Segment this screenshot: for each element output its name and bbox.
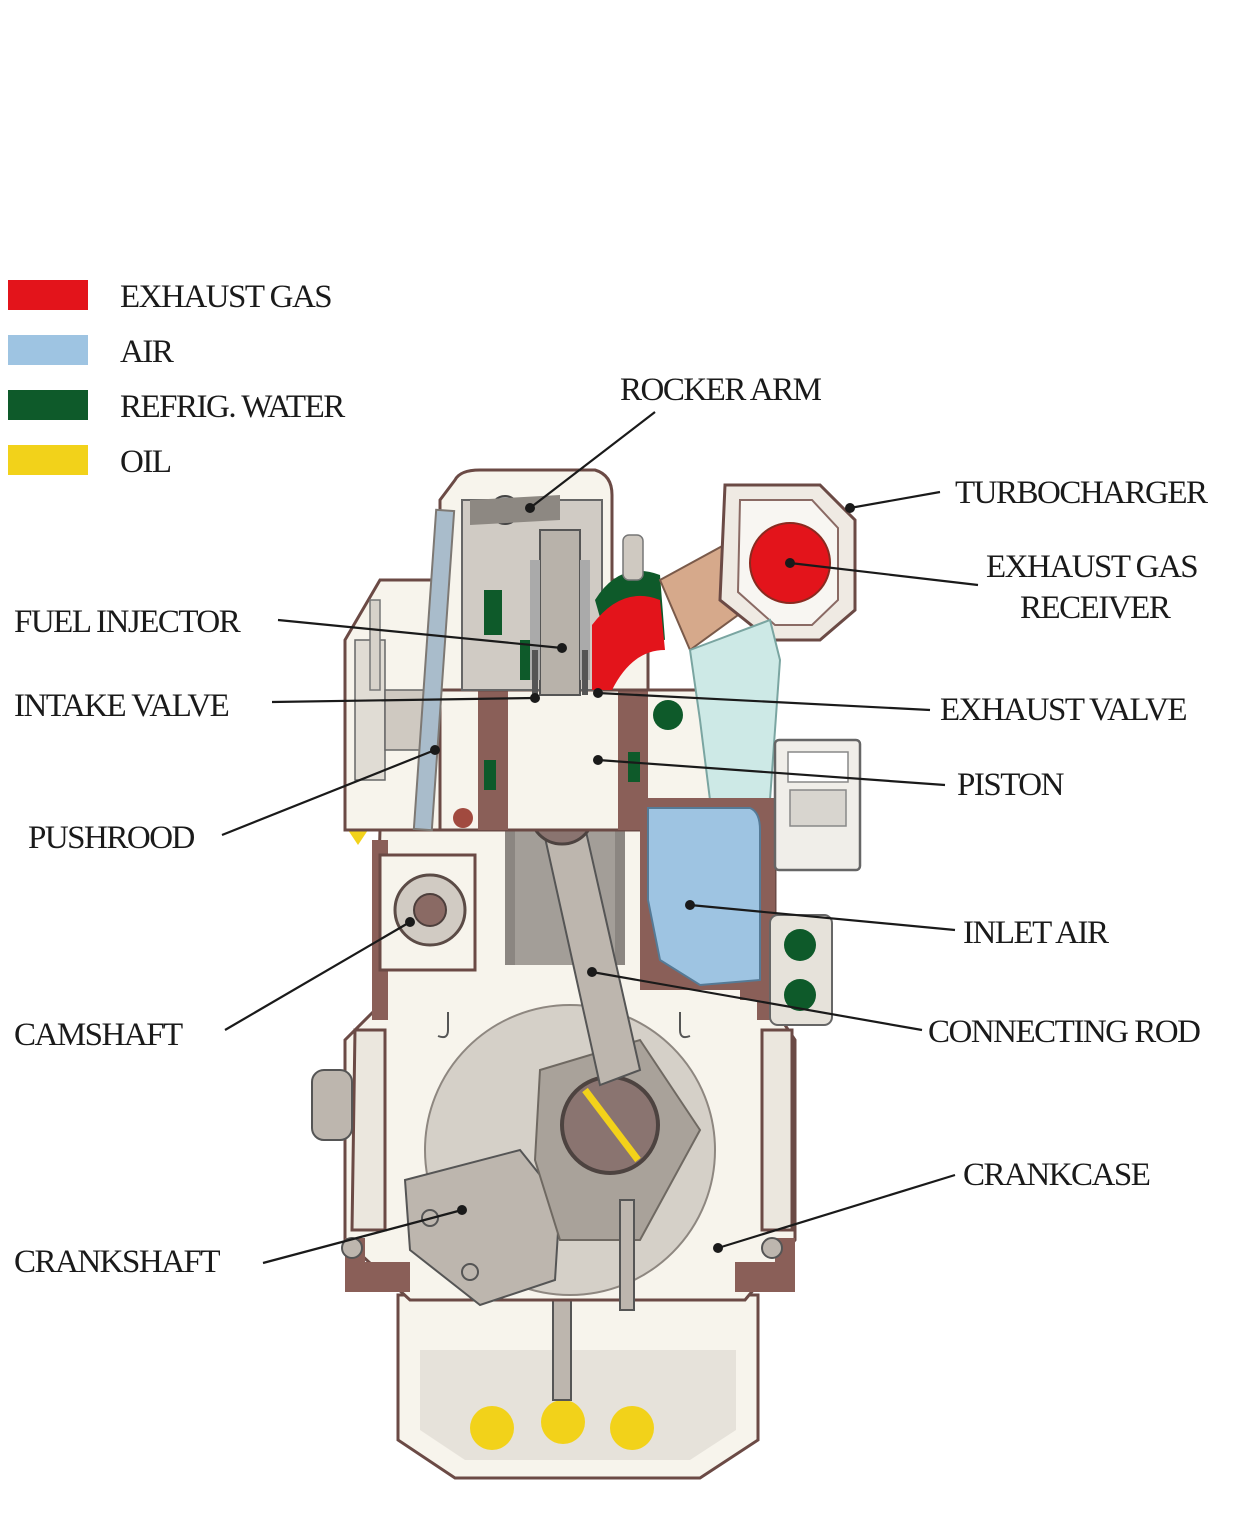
callout-dot-icon [525, 503, 535, 513]
legend-label-oil: OIL [120, 444, 171, 480]
callout-dot-icon [593, 688, 603, 698]
right-hook [679, 1012, 691, 1039]
fuel-line [369, 599, 381, 691]
left-side-cover [350, 1028, 387, 1232]
oil-drop-left [470, 1406, 514, 1450]
left-plug [341, 1237, 363, 1259]
label-exhaust-gas-receiver-line2: RECEIVER [1020, 590, 1171, 626]
callout-dot-icon [457, 1205, 467, 1215]
cooling-jacket-right [628, 752, 640, 782]
legend-label-air: AIR [120, 334, 174, 370]
label-exhaust-valve: EXHAUST VALVE [940, 692, 1186, 728]
callout-dot-icon [785, 558, 795, 568]
callout-dot-icon [685, 900, 695, 910]
callout-dot-icon [713, 1243, 723, 1253]
label-rocker-arm: ROCKER ARM [620, 372, 822, 408]
water-pump-upper [784, 929, 816, 961]
exhaust-sensor [622, 534, 644, 581]
water-pump-lower [784, 979, 816, 1011]
callout-dot-icon [405, 917, 415, 927]
engine-illustration [311, 468, 862, 1480]
leader-lines [221, 411, 979, 1265]
intake-valve-stem [532, 650, 538, 695]
callout-dot-icon [530, 693, 540, 703]
legend-label-exhaust-gas: EXHAUST GAS [120, 279, 331, 315]
exhaust-duct [592, 595, 665, 690]
legend-swatch-exhaust-gas [8, 280, 88, 310]
pushrod-tube [412, 508, 456, 832]
right-side-cover [760, 1028, 794, 1232]
label-intake-valve: INTAKE VALVE [14, 688, 229, 724]
label-connecting-rod: CONNECTING ROD [928, 1014, 1200, 1050]
callout-dot-icon [593, 755, 603, 765]
camshaft-center [413, 893, 447, 927]
left-hook [437, 1012, 449, 1039]
left-oil-filter [311, 1069, 353, 1141]
head-bolt-left-2 [453, 808, 473, 828]
oil-drop-right [610, 1406, 654, 1450]
injector-water-left [484, 590, 502, 635]
oil-bore-in-crankpin [582, 1087, 641, 1163]
crankshaft-counterweight [403, 1148, 562, 1307]
label-camshaft: CAMSHAFT [14, 1017, 183, 1053]
legend-swatch-air [8, 335, 88, 365]
label-turbocharger: TURBOCHARGER [955, 475, 1208, 511]
rocker-arm-shape [470, 495, 560, 525]
right-plug [761, 1237, 783, 1259]
oil-drop-center [541, 1400, 585, 1444]
legend: EXHAUST GAS AIR REFRIG. WATER OIL [8, 279, 347, 480]
injector-housing [539, 529, 581, 696]
oil-pickup-tube [552, 1289, 572, 1401]
callout-dot-icon [587, 967, 597, 977]
callout-dot-icon [430, 745, 440, 755]
cooling-jacket-left [484, 760, 496, 790]
valve-spring-left [530, 560, 540, 680]
legend-swatch-refrig-water [8, 390, 88, 420]
legend-label-refrig-water: REFRIG. WATER [120, 389, 345, 425]
callout-dot-icon [845, 503, 855, 513]
label-crankcase: CRANKCASE [963, 1157, 1150, 1193]
label-fuel-injector: FUEL INJECTOR [14, 604, 241, 640]
callout-dots [405, 503, 855, 1253]
callout-dot-icon [557, 643, 567, 653]
sump-inner-shade [420, 1350, 736, 1460]
valve-spring-right [580, 560, 590, 680]
cooling-port-right [653, 700, 683, 730]
label-piston: PISTON [957, 767, 1065, 803]
label-inlet-air: INLET AIR [963, 915, 1109, 951]
label-pushrood: PUSHROOD [28, 820, 195, 856]
crankshaft-bolt-2 [461, 1263, 479, 1281]
legend-swatch-oil [8, 445, 88, 475]
label-exhaust-gas-receiver-line1: EXHAUST GAS [986, 549, 1197, 585]
dipstick [619, 1199, 635, 1311]
inlet-air-chamber [647, 807, 761, 987]
control-panel-keypad [789, 789, 847, 827]
part-labels: ROCKER ARM TURBOCHARGER EXHAUST GAS RECE… [14, 372, 1210, 1280]
exhaust-valve-stem [582, 650, 588, 695]
label-crankshaft: CRANKSHAFT [14, 1244, 220, 1280]
